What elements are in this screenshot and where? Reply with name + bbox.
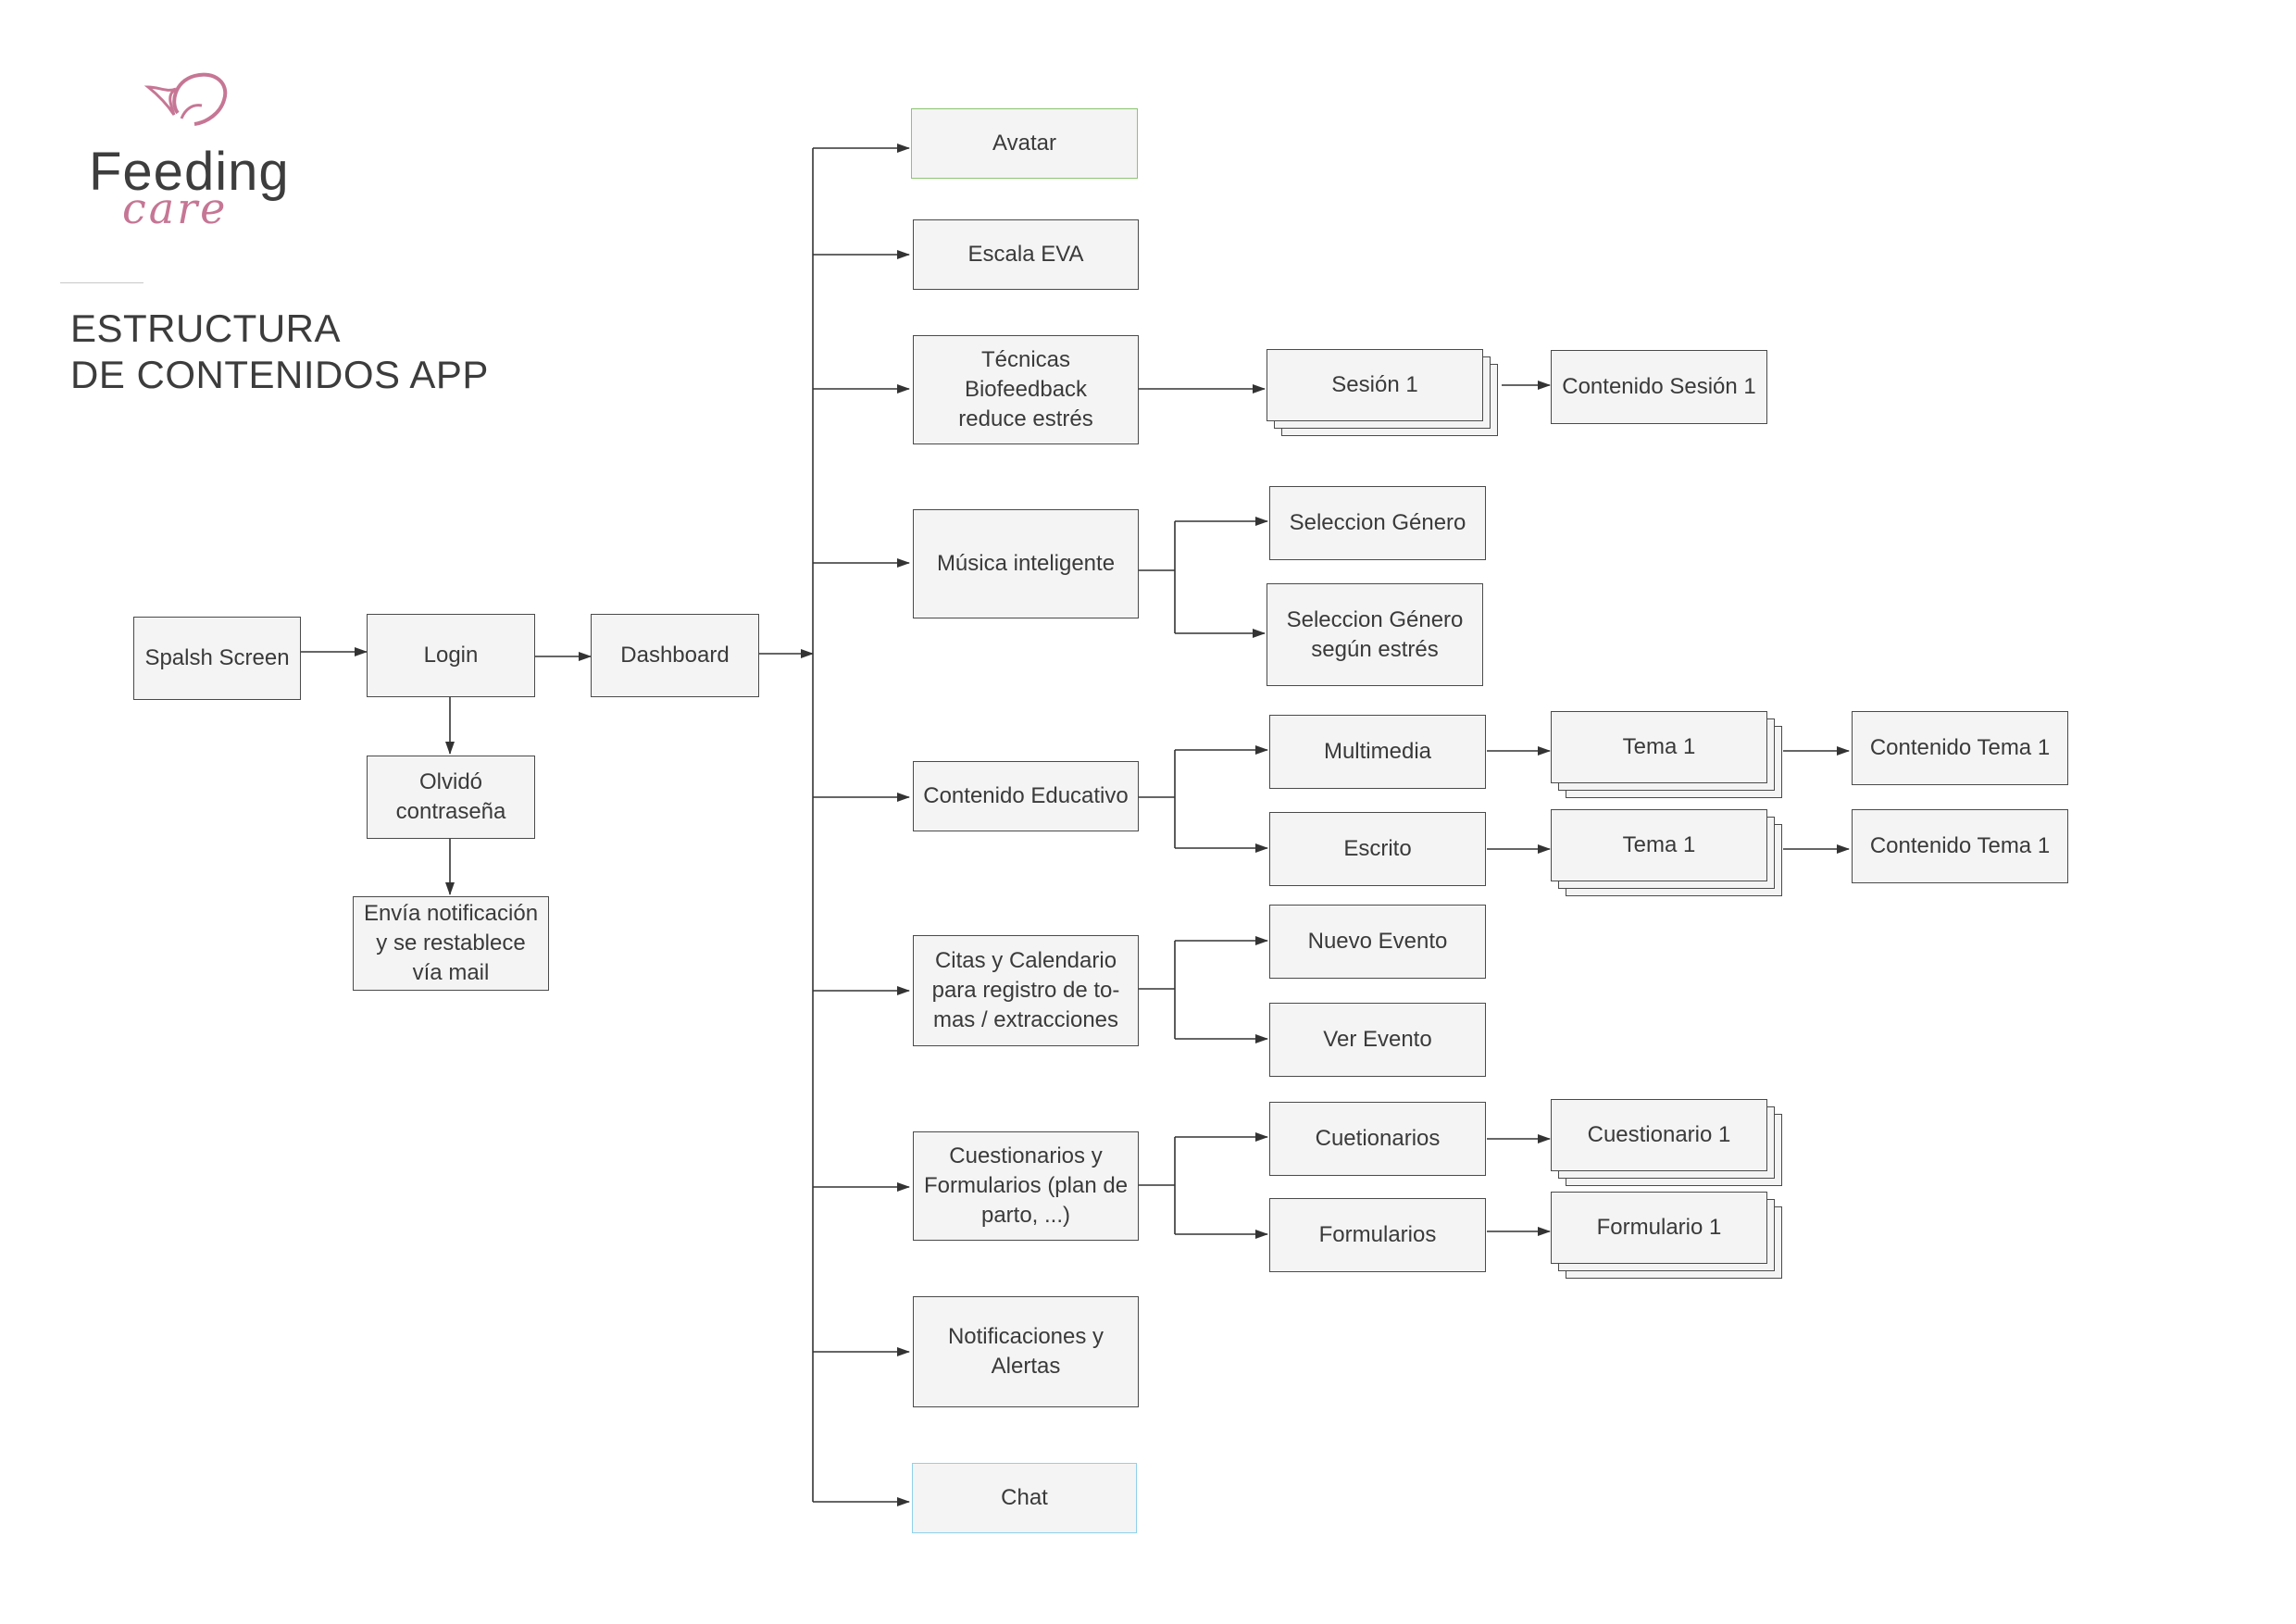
node-send-notification[interactable]: Envía notificación y se restablece vía m… [353,896,549,991]
stack-sesion-1: Sesión 1 [1267,349,1498,436]
node-dashboard[interactable]: Dashboard [591,614,759,697]
node-citas-calendario[interactable]: Citas y Calendario para registro de to- … [913,935,1139,1046]
stack-formulario-1: Formulario 1 [1551,1192,1782,1279]
node-avatar[interactable]: Avatar [911,108,1138,179]
title-line-1: ESTRUCTURA [70,306,342,350]
page-title: ESTRUCTURA DE CONTENIDOS APP [70,306,489,398]
title-divider [60,282,144,283]
node-nuevo-evento[interactable]: Nuevo Evento [1269,905,1486,979]
node-tema-1-multimedia[interactable]: Tema 1 [1551,711,1767,783]
node-seleccion-genero[interactable]: Seleccion Género [1269,486,1486,560]
node-contenido-tema-1-b[interactable]: Contenido Tema 1 [1852,809,2068,883]
node-ver-evento[interactable]: Ver Evento [1269,1003,1486,1077]
stack-cuestionario-1: Cuestionario 1 [1551,1099,1782,1186]
logo-word-care: care [122,183,229,233]
node-biofeedback[interactable]: Técnicas Biofeedback reduce estrés [913,335,1139,444]
feeding-care-logo: Feeding care [83,67,306,233]
logo-word-feeding: Feeding [89,142,290,202]
node-musica-inteligente[interactable]: Música inteligente [913,509,1139,618]
node-cuestionario-1[interactable]: Cuestionario 1 [1551,1099,1767,1171]
stack-tema-1-multimedia: Tema 1 [1551,711,1782,798]
node-contenido-sesion-1[interactable]: Contenido Sesión 1 [1551,350,1767,424]
heart-bird-icon [144,72,228,126]
node-formulario-1[interactable]: Formulario 1 [1551,1192,1767,1264]
title-line-2: DE CONTENIDOS APP [70,353,489,396]
node-forgot-password[interactable]: Olvidó contraseña [367,756,535,839]
node-escala-eva[interactable]: Escala EVA [913,219,1139,290]
node-tema-1-escrito[interactable]: Tema 1 [1551,809,1767,881]
node-splash-screen[interactable]: Spalsh Screen [133,617,301,700]
node-login[interactable]: Login [367,614,535,697]
node-chat[interactable]: Chat [912,1463,1137,1533]
node-cuetionarios[interactable]: Cuetionarios [1269,1102,1486,1176]
stack-tema-1-escrito: Tema 1 [1551,809,1782,896]
node-contenido-educativo[interactable]: Contenido Educativo [913,761,1139,831]
node-sesion-1[interactable]: Sesión 1 [1267,349,1483,421]
node-multimedia[interactable]: Multimedia [1269,715,1486,789]
node-escrito[interactable]: Escrito [1269,812,1486,886]
node-cuestionarios-formularios[interactable]: Cuestionarios y Formularios (plan de par… [913,1131,1139,1241]
node-contenido-tema-1-a[interactable]: Contenido Tema 1 [1852,711,2068,785]
node-notificaciones-alertas[interactable]: Notificaciones y Alertas [913,1296,1139,1407]
node-formularios[interactable]: Formularios [1269,1198,1486,1272]
node-seleccion-genero-estres[interactable]: Seleccion Género según estrés [1267,583,1483,686]
